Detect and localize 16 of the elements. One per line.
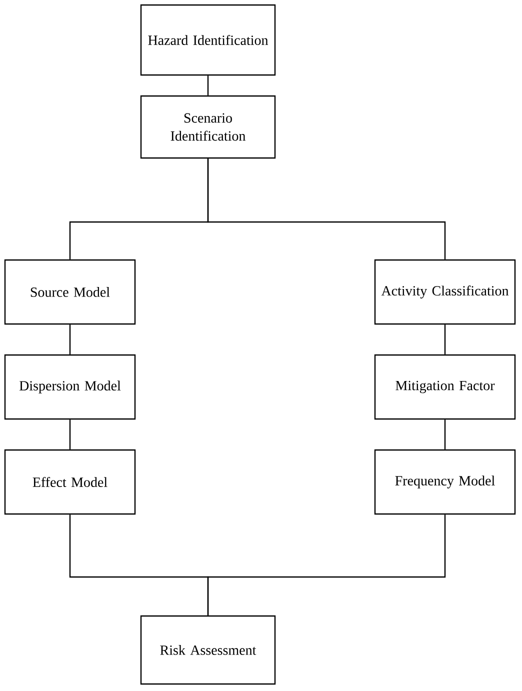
connector-line xyxy=(444,324,446,354)
connector-line xyxy=(207,76,209,96)
process-box: Effect Model xyxy=(4,449,136,515)
process-box: Frequency Model xyxy=(374,449,516,515)
process-box: Hazard Identification xyxy=(140,4,276,76)
connector-line xyxy=(207,514,446,616)
connector-line xyxy=(69,324,71,354)
process-box: Risk Assessment xyxy=(140,615,276,685)
process-box: Activity Classification xyxy=(374,259,516,325)
connector-line xyxy=(207,158,446,260)
process-box: Source Model xyxy=(4,259,136,325)
connector-line xyxy=(444,420,446,450)
process-box: Scenario Identification xyxy=(140,95,276,159)
connector-line xyxy=(69,420,71,450)
process-box: Dispersion Model xyxy=(4,354,136,420)
process-box: Mitigation Factor xyxy=(374,354,516,420)
